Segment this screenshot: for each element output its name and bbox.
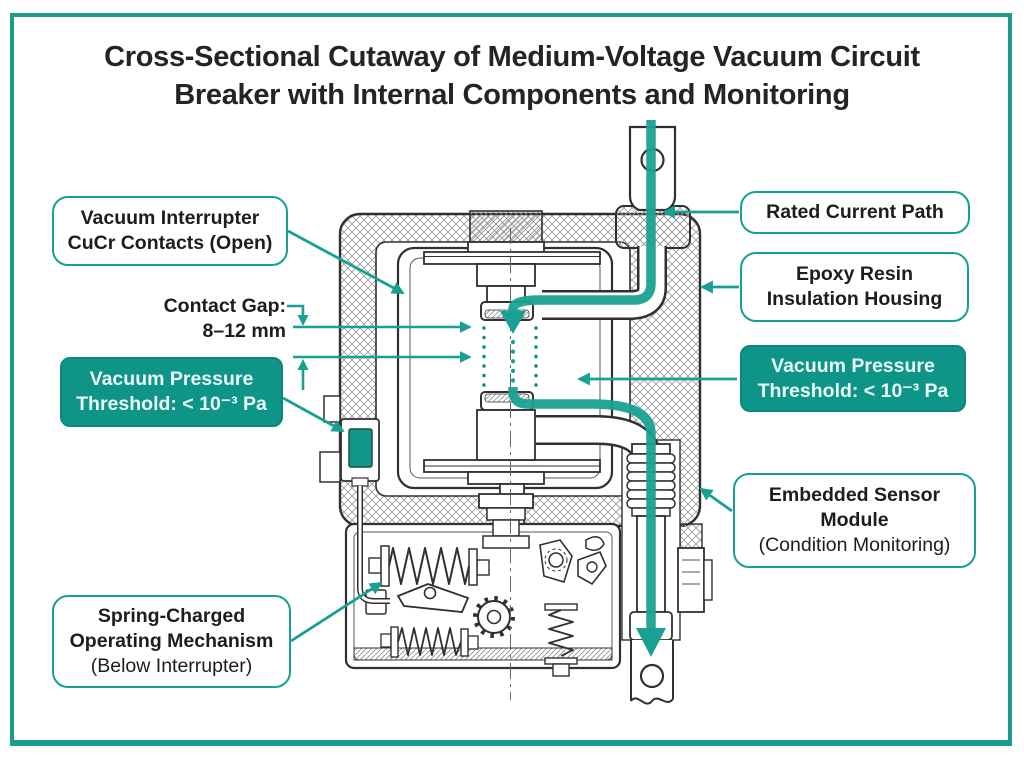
callout-line: Epoxy Resin (795, 263, 914, 286)
contact-gap-label: Contact Gap: 8–12 mm (130, 294, 286, 345)
callout-line: Spring-Charged (97, 605, 246, 628)
callout-line: Threshold: < 10⁻³ Pa (76, 393, 267, 415)
arrow-vacuum-pressure-left (282, 396, 345, 433)
callout-epoxy-housing: Epoxy Resin Insulation Housing (740, 252, 969, 322)
callout-line: Insulation Housing (766, 288, 943, 310)
arrow-spring-mechanism (290, 581, 383, 643)
callout-embedded-sensor: Embedded Sensor Module (Condition Monito… (733, 473, 976, 568)
bottom-terminal (630, 640, 674, 705)
current-path (500, 120, 666, 657)
callout-line: Module (820, 509, 889, 532)
callout-line: Vacuum Pressure (771, 354, 935, 377)
callout-vacuum-pressure-left: Vacuum Pressure Threshold: < 10⁻³ Pa (60, 357, 283, 427)
callout-arrows (282, 205, 739, 643)
page-title-line2: Breaker with Internal Components and Mon… (174, 79, 850, 112)
callout-line: 8–12 mm (202, 320, 286, 343)
callout-line: (Below Interrupter) (90, 654, 253, 677)
page-title-line1: Cross-Sectional Cutaway of Medium-Voltag… (104, 41, 920, 73)
callout-line: Threshold: < 10⁻³ Pa (757, 379, 949, 402)
callout-line: Vacuum Interrupter (80, 207, 260, 230)
callout-line: Embedded Sensor (768, 484, 941, 507)
callout-line: Rated Current Path (766, 201, 944, 224)
right-side-module (677, 547, 713, 613)
arrow-vacuum-interrupter (287, 229, 405, 295)
callout-line: Operating Mechanism (69, 630, 274, 653)
callout-vacuum-interrupter: Vacuum Interrupter CuCr Contacts (Open) (52, 196, 288, 266)
callout-line: Contact Gap: (163, 295, 286, 317)
contact-gap-dotted (482, 326, 538, 390)
page-title: Cross-Sectional Cutaway of Medium-Voltag… (50, 38, 974, 115)
arrow-embedded-sensor (699, 487, 733, 513)
callout-line: Vacuum Pressure (89, 368, 254, 391)
contact-gap-dimension (287, 304, 472, 390)
callout-rated-current-path: Rated Current Path (740, 191, 970, 234)
sensor-module (319, 395, 390, 604)
callout-vacuum-pressure-right: Vacuum Pressure Threshold: < 10⁻³ Pa (740, 345, 966, 412)
callout-line: CuCr Contacts (Open) (67, 232, 273, 254)
callout-line: (Condition Monitoring) (758, 533, 951, 556)
callout-spring-mechanism: Spring-Charged Operating Mechanism (Belo… (52, 595, 291, 688)
operating-mechanism-drawing (344, 493, 622, 677)
